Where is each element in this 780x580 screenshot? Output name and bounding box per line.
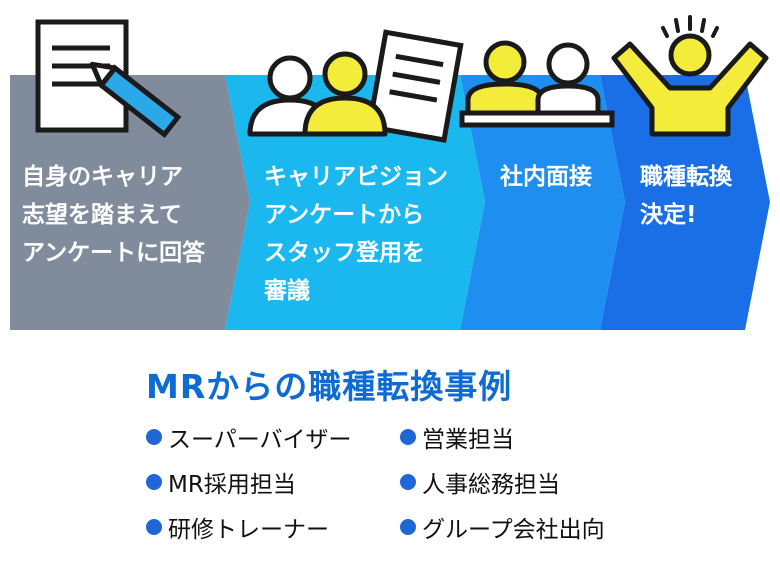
bullet-icon <box>400 474 416 490</box>
step-2-arrow <box>225 75 485 330</box>
examples-title: MRからの職種転換事例 <box>146 367 513 406</box>
celebrating-person-icon <box>611 15 769 137</box>
step-1-text: 自身のキャリア 志望を踏まえて アンケートに回答 <box>22 164 206 266</box>
example-item-label: スーパーバイザー <box>168 427 352 453</box>
example-item-label: 営業担当 <box>422 427 514 453</box>
bullet-icon <box>146 474 162 490</box>
step-2-text: キャリアビジョン アンケートから スタッフ登用を 審議 <box>264 164 448 304</box>
example-item-1: スーパーバイザー <box>146 420 352 454</box>
example-item-label: 研修トレーナー <box>168 517 329 543</box>
interview-icon <box>459 40 615 128</box>
example-item-label: MR採用担当 <box>168 472 296 498</box>
example-item-4: 人事総務担当 <box>400 465 560 499</box>
bullet-icon <box>146 429 162 445</box>
example-item-label: グループ会社出向 <box>422 517 605 543</box>
step-4-text: 職種転換 決定! <box>640 164 732 228</box>
example-item-6: グループ会社出向 <box>400 510 605 544</box>
bullet-icon <box>146 519 162 535</box>
bullet-icon <box>400 429 416 445</box>
reviewers-document-icon <box>247 29 464 143</box>
step-3-text: 社内面接 <box>500 164 592 190</box>
step-1-arrow <box>10 75 250 330</box>
document-pen-icon <box>35 19 182 139</box>
step-3-arrow <box>460 75 625 330</box>
step-4-arrow <box>600 75 770 330</box>
example-item-5: 研修トレーナー <box>146 510 329 544</box>
example-item-2: 営業担当 <box>400 420 514 454</box>
example-item-3: MR採用担当 <box>146 465 296 499</box>
example-item-label: 人事総務担当 <box>422 472 560 498</box>
career-flow-diagram <box>10 15 770 330</box>
bullet-icon <box>400 519 416 535</box>
